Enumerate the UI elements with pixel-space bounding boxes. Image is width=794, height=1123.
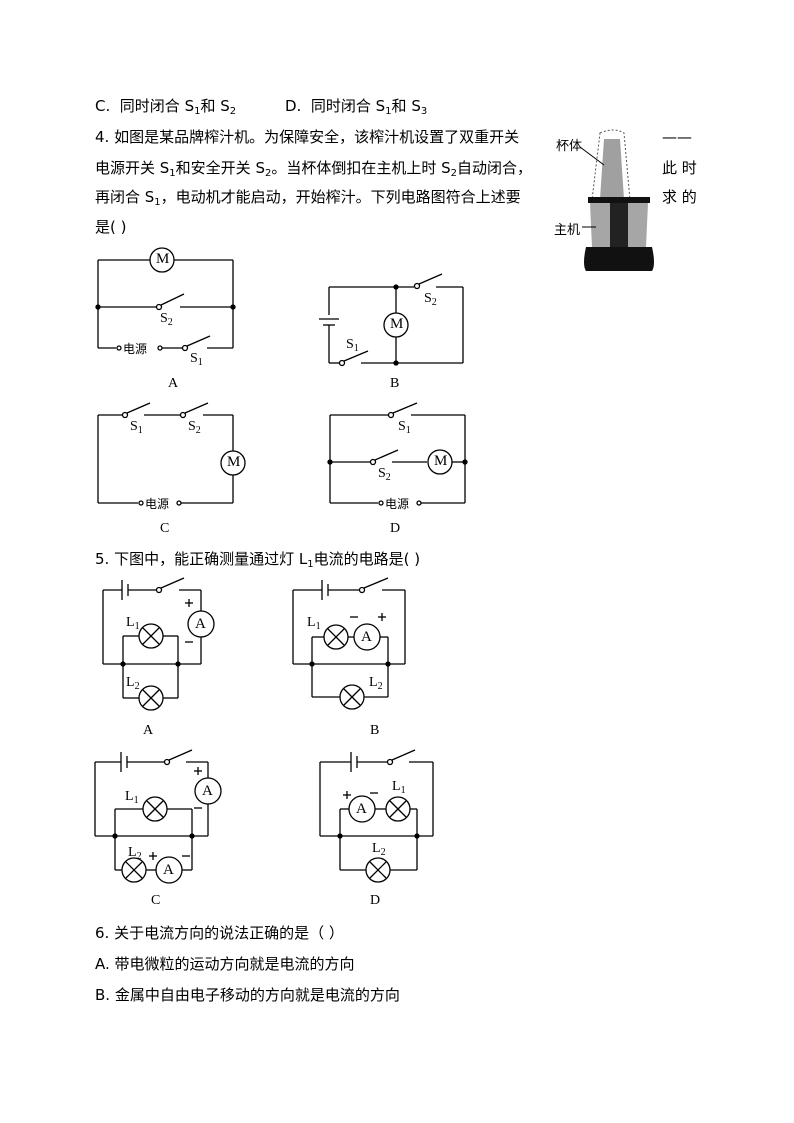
ammeter-label-top: A [202, 783, 213, 799]
q5-circuit-a: A L1 L2 A [90, 575, 230, 740]
motor-label: M [434, 453, 448, 469]
s2-label: S2 [160, 311, 173, 328]
base-label: 主机 [554, 223, 581, 238]
q5-circuit-c: A A L1 L2 C [85, 745, 235, 910]
power-label: 电源 [145, 497, 170, 511]
s1-label: S1 [130, 419, 143, 436]
l1-label: L1 [126, 615, 140, 632]
l2-label: L2 [128, 845, 142, 862]
option-label: D [390, 521, 401, 536]
option-label: A [168, 376, 179, 391]
q4-side-text-1: 此 时 [662, 159, 697, 177]
s2-label: S2 [424, 291, 437, 308]
l2-label: L2 [369, 675, 383, 692]
option-label: D [370, 893, 381, 908]
q4-circuit-d: M S1 S2 电源 D [320, 395, 480, 545]
q4-stem-line1: 4. 如图是某品牌榨汁机。为保障安全，该榨汁机设置了双重开关 [95, 128, 520, 146]
q5-stem: 5. 下图中，能正确测量通过灯 L1电流的电路是( ) [95, 550, 421, 570]
ammeter-label: A [361, 629, 372, 645]
option-label: B [370, 723, 380, 738]
juicer-image: 杯体 主机 [552, 125, 662, 275]
q6-stem: 6. 关于电流方向的说法正确的是（ ） [95, 924, 344, 942]
q4-stem-line4: 是( ) [95, 218, 127, 236]
s1-label: S1 [398, 419, 411, 436]
s1-label: S1 [190, 351, 203, 368]
l2-label: L2 [126, 675, 140, 692]
q5-circuit-d: A L1 L2 D [310, 745, 450, 910]
s2-label: S2 [188, 419, 201, 436]
q4-circuit-a: M S2 电源 S1 A [90, 245, 250, 395]
l1-label: L1 [125, 789, 139, 806]
l1-label: L1 [392, 779, 406, 796]
option-label: A [143, 723, 154, 738]
ammeter-label: A [195, 616, 206, 632]
q6-option-b: B. 金属中自由电子移动的方向就是电流的方向 [95, 986, 400, 1004]
motor-label: M [156, 251, 170, 267]
cup-label: 杯体 [556, 139, 583, 154]
s2-label: S2 [378, 466, 391, 483]
option-label: C [160, 521, 170, 536]
q4-side-text-2: 求 的 [662, 188, 697, 206]
power-label: 电源 [123, 342, 148, 356]
s1-label: S1 [346, 337, 359, 354]
q3-option-c: C. 同时闭合 S1和 S2 [95, 97, 237, 117]
q5-circuit-b: A L1 L2 B [280, 575, 420, 740]
power-label: 电源 [385, 497, 410, 511]
q4-stem-line3: 再闭合 S1，电动机才能启动，开始榨汁。下列电路图符合上述要 [95, 188, 521, 208]
q4-side-dash: —— [662, 128, 692, 146]
q6-option-a: A. 带电微粒的运动方向就是电流的方向 [95, 955, 355, 973]
option-label: C [151, 893, 161, 908]
ammeter-label: A [356, 801, 367, 817]
l2-label: L2 [372, 841, 386, 858]
ammeter-label-bottom: A [163, 862, 174, 878]
q4-circuit-c: M S1 S2 电源 C [90, 395, 250, 545]
motor-label: M [390, 316, 404, 332]
option-label: B [390, 376, 400, 391]
motor-label: M [227, 454, 241, 470]
q4-stem-line2: 电源开关 S1和安全开关 S2。当杯体倒扣在主机上时 S2自动闭合， [95, 159, 533, 179]
q3-option-d: D. 同时闭合 S1和 S3 [285, 97, 428, 117]
l1-label: L1 [307, 615, 321, 632]
q4-circuit-b: M S2 S1 B [310, 265, 480, 395]
